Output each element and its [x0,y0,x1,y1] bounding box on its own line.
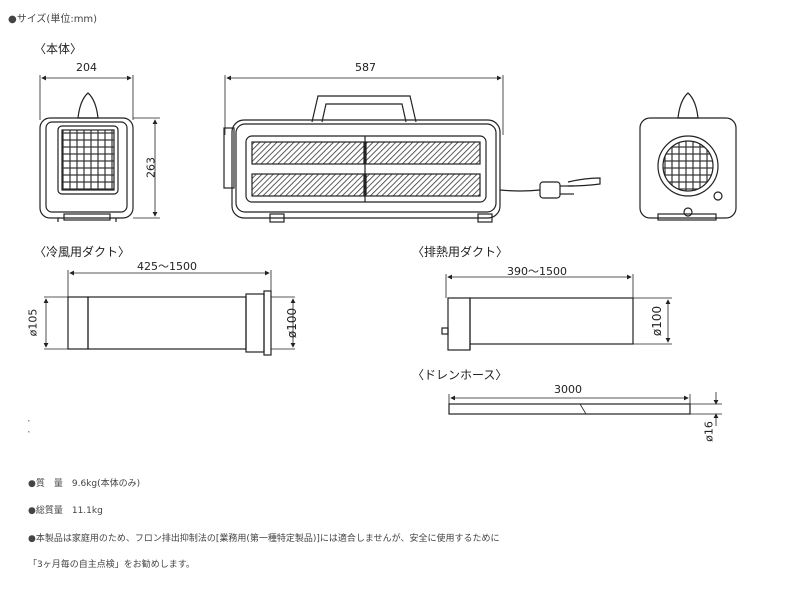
dim-side-length: 587 [355,61,376,74]
exhaust-duct-drawing [441,274,672,351]
dot-marks [28,420,30,433]
side-view [223,75,601,223]
section-cool-duct: 〈冷風用ダクト〉 [34,245,131,259]
spec-gross-mass: ●総質量 11.1kg [28,506,103,516]
cool-duct-drawing [43,270,296,356]
spec-mass: ●質 量 9.6kg(本体のみ) [28,479,141,489]
spec-note-1: ●本製品は家庭用のため、フロン排出抑制法の[業務用(第一種特定製品)]には適合し… [28,534,500,544]
size-heading: ●サイズ(単位:mm) [8,14,98,25]
drain-hose-drawing [448,392,722,426]
section-drain-hose: 〈ドレンホース〉 [412,368,508,382]
spec-note-2: 「3ヶ月毎の自主点検」をお勧めします。 [28,560,195,570]
dim-exhaust-duct-d: ø100 [650,305,664,337]
dim-front-width: 204 [76,61,97,74]
dim-exhaust-duct-length: 390～1500 [507,265,567,278]
front-view [39,75,160,222]
dim-drain-d: ø16 [702,421,716,442]
dim-cool-duct-d1: ø105 [26,308,40,337]
dim-cool-duct-length: 425～1500 [137,260,197,273]
section-body: 〈本体〉 [34,42,83,56]
dim-drain-length: 3000 [554,383,582,396]
dim-cool-duct-d2: ø100 [285,307,299,339]
rear-view [639,92,737,221]
section-exhaust-duct: 〈排熱用ダクト〉 [412,245,509,259]
dim-height: 263 [144,157,158,178]
